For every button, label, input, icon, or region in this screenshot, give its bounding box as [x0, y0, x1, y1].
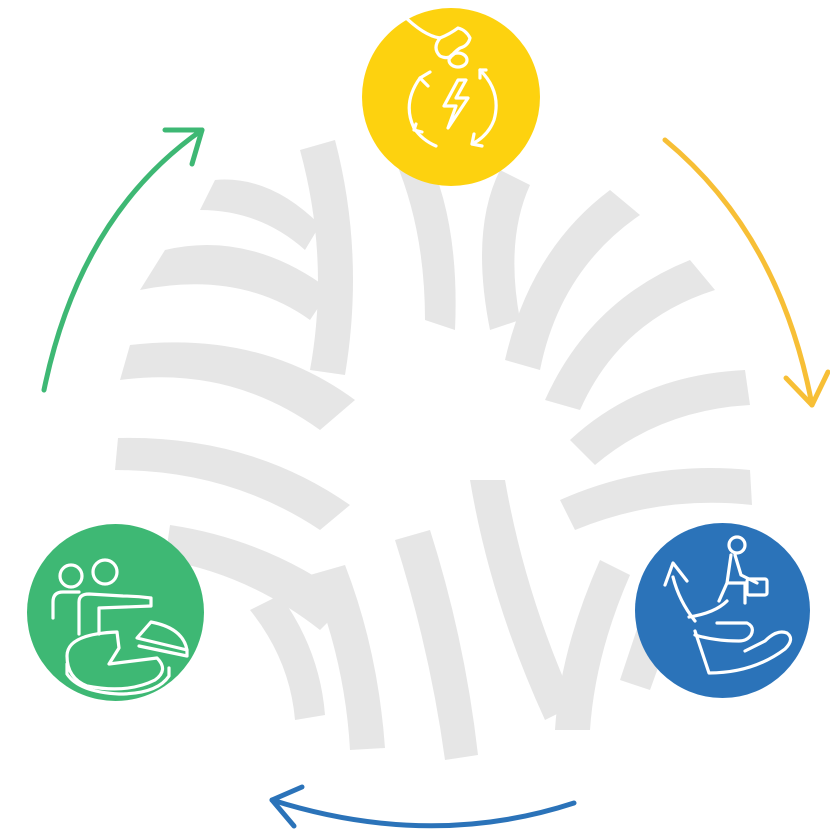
arrow-yellow-head [783, 369, 830, 408]
node-right-blue [635, 523, 810, 698]
watermark-band [555, 560, 630, 730]
watermark-band [395, 150, 456, 330]
watermark-band [505, 190, 640, 370]
watermark-band [120, 342, 355, 430]
watermark-band [570, 370, 750, 465]
hand-lifting-worker-growth-icon [635, 523, 810, 698]
hand-recycle-energy-icon [362, 8, 540, 186]
node-top-yellow [362, 8, 540, 186]
watermark-band [200, 179, 320, 250]
watermark-bands [115, 140, 752, 760]
arrow-blue-head [269, 784, 305, 829]
arrow-top-to-right [662, 137, 830, 408]
arrow-green-shaft [41, 127, 205, 393]
arrow-blue-shaft [269, 797, 577, 829]
arrow-right-to-left [269, 784, 577, 829]
watermark-band [482, 170, 530, 330]
watermark-band [115, 437, 350, 530]
watermark-band [395, 530, 478, 760]
node-left-green [27, 524, 204, 701]
watermark-band [560, 468, 752, 530]
watermark-band [310, 565, 385, 750]
arrow-yellow-shaft [662, 137, 815, 408]
watermark-band [140, 245, 330, 320]
arrow-left-to-top [41, 127, 205, 393]
watermark-band [470, 480, 575, 720]
watermark-band [545, 260, 715, 410]
people-pie-chart-icon [27, 524, 204, 701]
watermark-band [165, 525, 350, 630]
watermark-band [300, 140, 353, 375]
arrow-green-head [162, 127, 205, 167]
watermark-band [250, 595, 325, 720]
